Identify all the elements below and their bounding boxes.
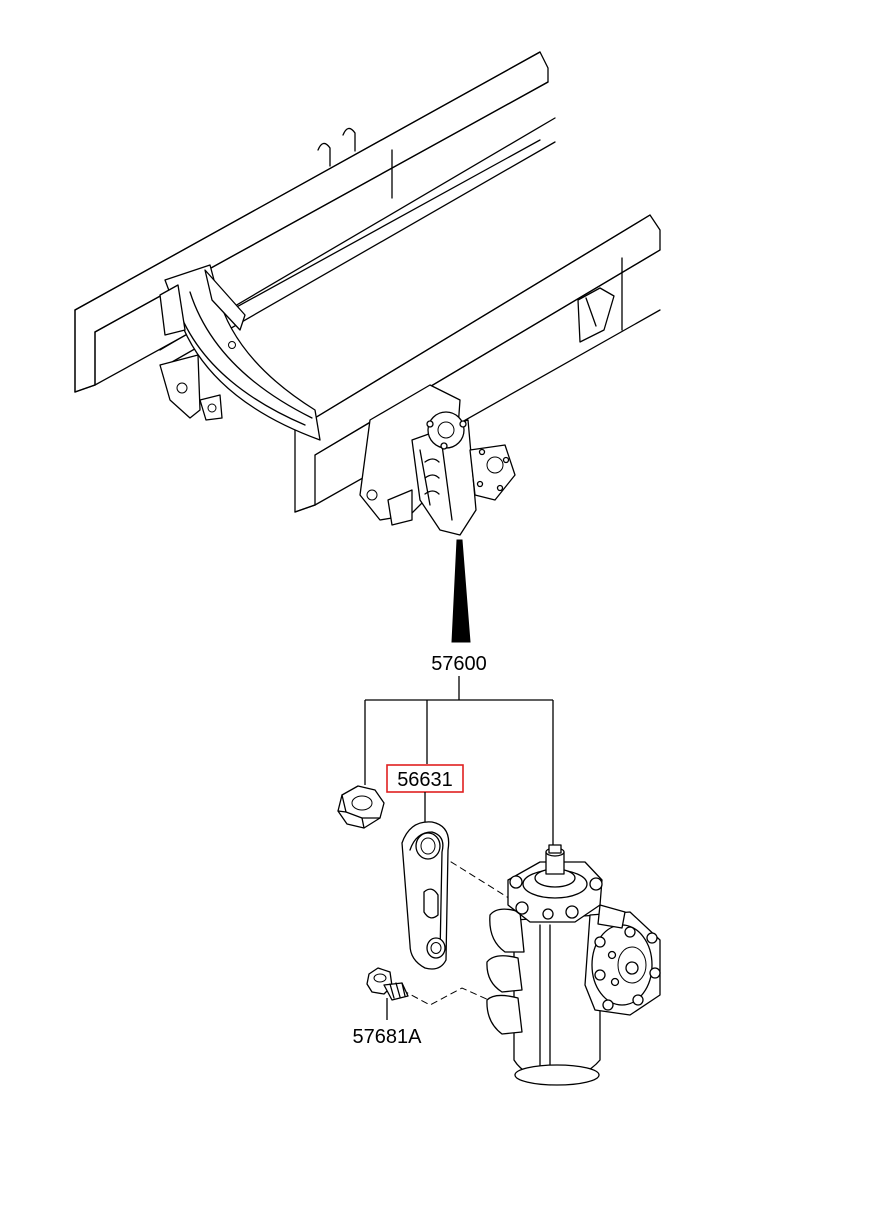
pitman-arm-icon (401, 821, 450, 970)
chassis-frame (74, 51, 661, 536)
callout-lines (364, 676, 554, 1020)
bolt-icon (366, 967, 409, 1001)
label-bolt[interactable]: 57681A (353, 1026, 423, 1048)
lock-nut-icon (337, 785, 385, 829)
detail-pointer-arrow (451, 539, 471, 643)
label-assembly[interactable]: 57600 (431, 653, 487, 675)
steering-gear-box-icon (486, 844, 661, 1086)
label-pitman-arm[interactable]: 56631 (397, 769, 453, 791)
assembly-guide-bolt (401, 987, 501, 1006)
